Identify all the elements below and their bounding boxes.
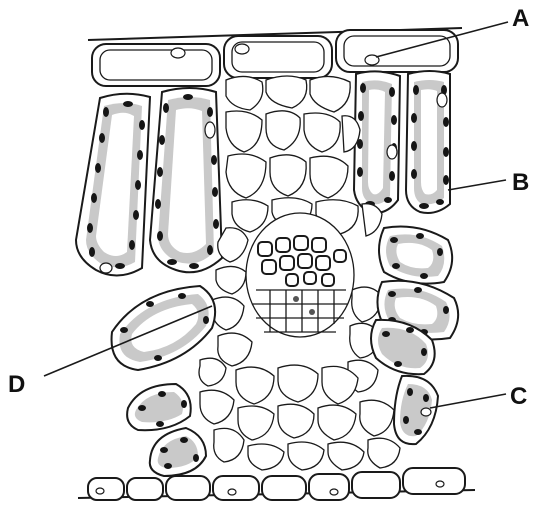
lower-epidermal-cell — [262, 476, 306, 500]
nucleus — [171, 48, 185, 58]
lower-epidermal-cell — [213, 476, 259, 500]
label-c: C — [510, 383, 527, 410]
nucleus — [235, 44, 249, 54]
lower-epidermal-cell — [352, 472, 400, 498]
lower-epidermis — [78, 468, 475, 500]
nucleus — [421, 408, 431, 416]
lower-epidermal-cell — [309, 474, 349, 500]
label-a: A — [512, 5, 529, 32]
label-b: B — [512, 169, 529, 196]
palisade-layer-right — [354, 71, 450, 213]
palisade-layer-left — [76, 88, 222, 276]
lower-epidermal-cell — [88, 478, 124, 500]
nucleus — [100, 263, 112, 273]
lower-epidermal-cell — [166, 476, 210, 500]
vascular-bundle — [246, 213, 354, 337]
leader-line-b — [448, 180, 506, 190]
nucleus — [205, 122, 215, 138]
leader-line-c — [430, 394, 506, 408]
lower-epidermal-cell — [403, 468, 465, 494]
label-d: D — [8, 371, 25, 398]
nucleus — [387, 145, 397, 159]
lower-epidermal-cell — [127, 478, 163, 500]
nucleus — [437, 93, 447, 107]
